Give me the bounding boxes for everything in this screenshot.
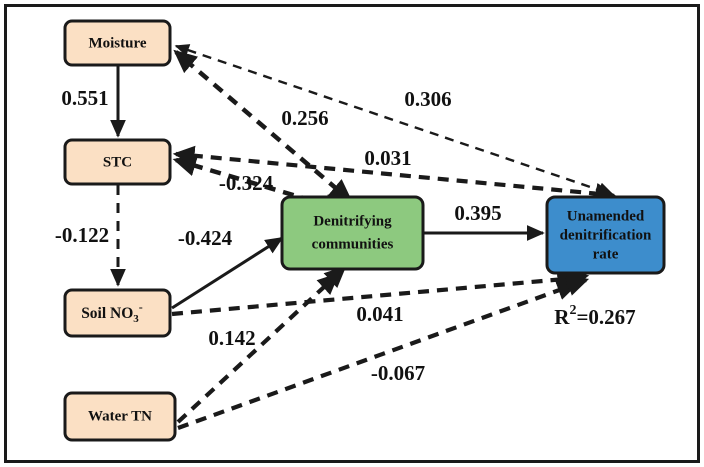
- coef-soil-no3-unamended: 0.041: [356, 302, 403, 326]
- coef-denitrify-unamended: 0.395: [454, 201, 501, 225]
- coef-soil-no3-denitrify: -0.424: [178, 226, 233, 250]
- node-unamended-denitrification-rate[interactable]: Unamended denitrification rate: [545, 195, 666, 275]
- node-soil-no3[interactable]: Soil NO3-: [63, 288, 172, 338]
- node-unamended-line1: Unamended: [567, 208, 645, 224]
- node-moisture-label: Moisture: [88, 35, 146, 51]
- node-denitrifying-line2: communities: [312, 236, 394, 252]
- node-unamended-line2: denitrification: [560, 227, 652, 243]
- node-denitrifying-communities[interactable]: Denitrifying communities: [280, 195, 425, 271]
- node-soil-no3-label: Soil NO3-: [81, 300, 143, 325]
- node-soil-no3-superscript: -: [139, 300, 143, 314]
- node-soil-no3-subscript: 3: [133, 313, 139, 325]
- figure-border: [4, 4, 700, 463]
- node-moisture[interactable]: Moisture: [63, 19, 172, 67]
- coef-stc-denitrify: -0.324: [219, 171, 274, 195]
- path-water_tn-unamended: [177, 276, 590, 430]
- coef-stc-unamended: 0.031: [364, 146, 411, 170]
- node-stc[interactable]: STC: [63, 138, 172, 186]
- coef-water-tn-unamended: -0.067: [371, 361, 425, 385]
- node-denitrifying-line1: Denitrifying: [313, 213, 392, 229]
- path-soil_no3-denitrify: [171, 236, 284, 310]
- coef-moisture-denitrify: 0.256: [281, 106, 328, 130]
- r-squared-exponent: 2: [569, 303, 576, 318]
- r-squared-value: =0.267: [576, 305, 635, 329]
- node-water-tn[interactable]: Water TN: [63, 391, 177, 442]
- r-squared-label: R2=0.267: [554, 303, 635, 329]
- node-unamended-line3: rate: [593, 246, 619, 262]
- coef-moisture-unamended: 0.306: [404, 87, 451, 111]
- coef-water-tn-denitrify: 0.142: [208, 326, 255, 350]
- node-soil-no3-main: Soil NO: [81, 305, 133, 322]
- node-water-tn-label: Water TN: [88, 408, 152, 424]
- coef-stc-soil-no3: -0.122: [55, 223, 109, 247]
- path-water_tn-denitrify: [176, 265, 347, 424]
- coef-moisture-stc: 0.551: [61, 86, 108, 110]
- node-stc-label: STC: [103, 154, 132, 170]
- r-squared-base: R: [554, 305, 570, 329]
